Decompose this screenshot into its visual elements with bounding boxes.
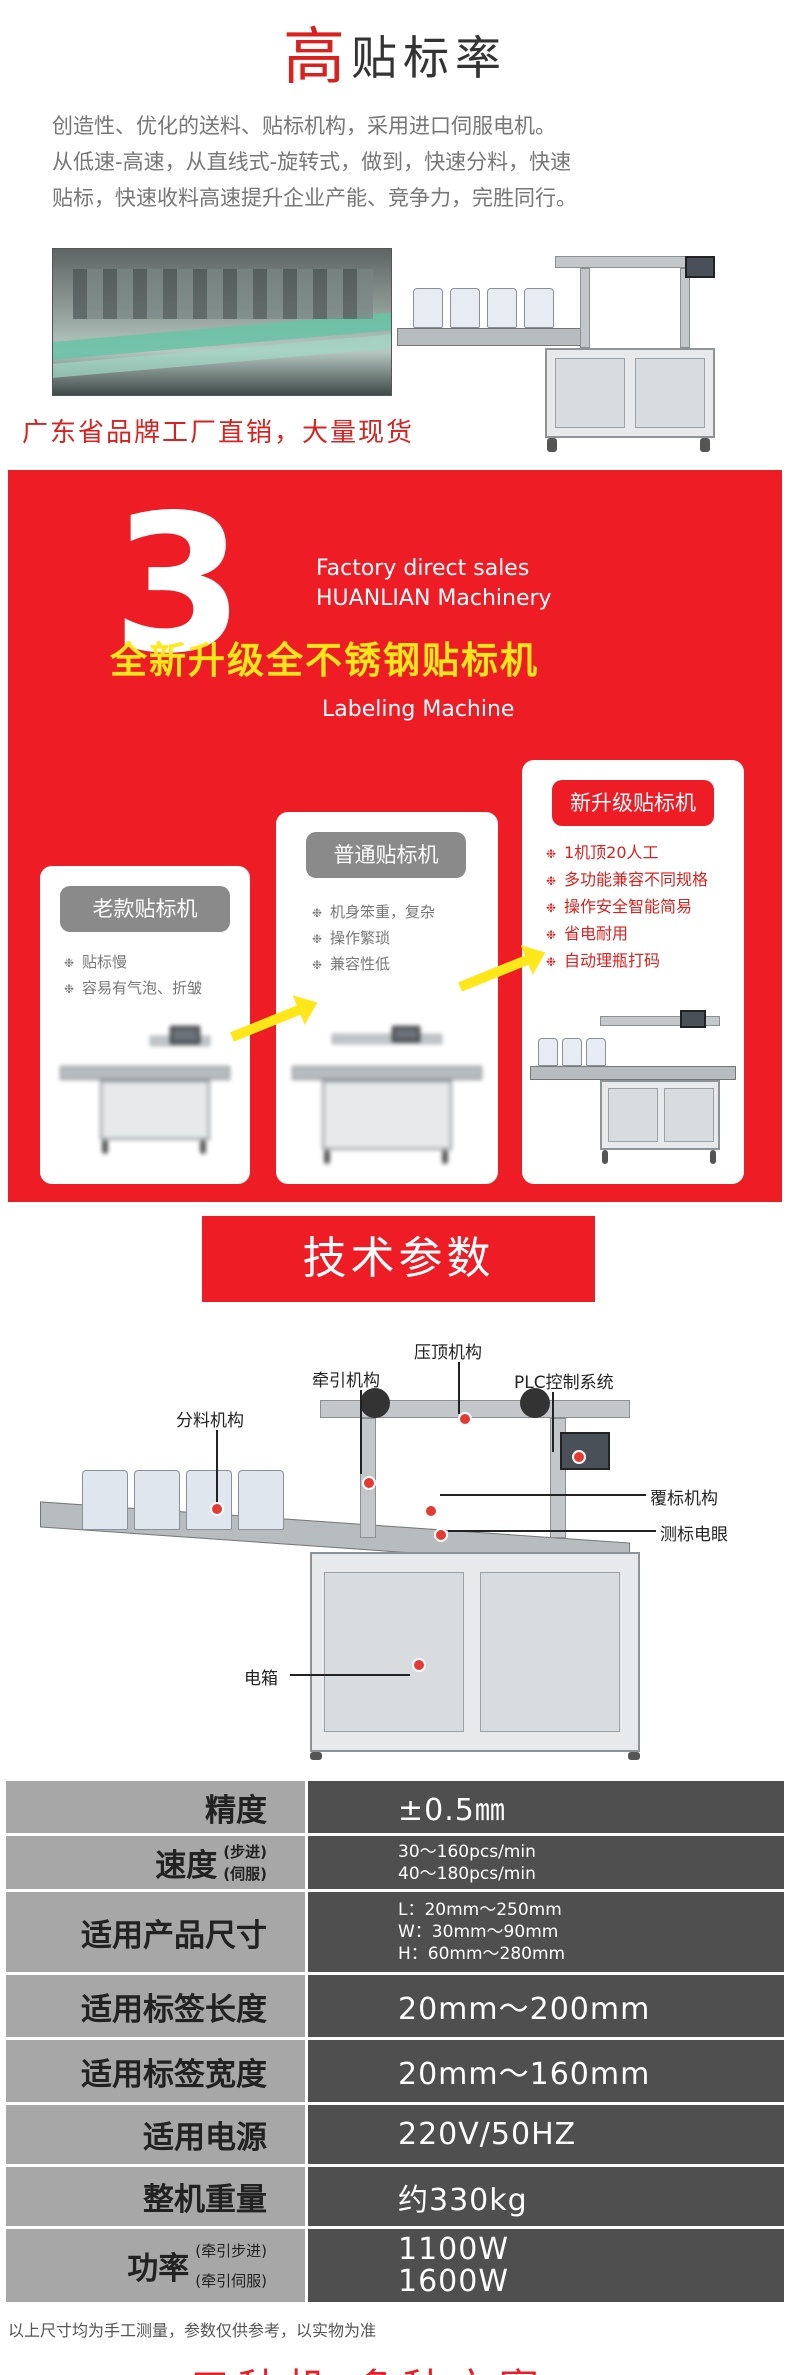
card-title-pill: 新升级贴标机 xyxy=(552,780,714,826)
table-row: 整机重量 约330kg xyxy=(6,2164,784,2226)
row-value: 40～180pcs/min xyxy=(398,1863,536,1884)
intro-line: 创造性、优化的送料、贴标机构，采用进口伺服电机。 xyxy=(52,114,556,138)
spec-table: 精度 ±0.5㎜ 速度 (步进) (伺服) 30～160pcs/min 40～18… xyxy=(6,1778,784,2302)
machine-thumbnail xyxy=(530,1010,736,1170)
spec-section-banner: 技术参数 xyxy=(202,1216,595,1302)
row-value: W：30mm～90mm xyxy=(398,1922,559,1942)
row-label-sub: (伺服) xyxy=(223,1864,267,1883)
table-row: 适用标签长度 20mm～200mm xyxy=(6,1972,784,2037)
row-value: 20mm～200mm xyxy=(398,1992,651,2027)
list-item: ❉自动理瓶打码 xyxy=(546,951,661,970)
list-item: ❉兼容性低 xyxy=(312,955,391,973)
next-section-title-peek: 五种机 多种方案 xyxy=(190,2356,547,2375)
row-label: 适用标签宽度 xyxy=(6,2040,308,2102)
list-item: ❉贴标慢 xyxy=(64,953,128,971)
machine-thumbnail-blurred xyxy=(292,1026,482,1166)
row-label-sub: (牵引步进) xyxy=(195,2241,267,2260)
callout-label: 覆标机构 xyxy=(650,1489,718,1509)
table-row: 速度 (步进) (伺服) 30～160pcs/min 40～180pcs/min xyxy=(6,1833,784,1889)
card-feature-list: ❉机身笨重，复杂 ❉操作繁琐 ❉兼容性低 xyxy=(312,900,435,978)
promo-english-line: HUANLIAN Machinery xyxy=(316,586,552,611)
row-label: 速度 xyxy=(155,1848,218,1884)
title-rest: 贴标率 xyxy=(351,31,507,85)
row-label-sub: (牵引伺服) xyxy=(195,2271,267,2290)
promo-headline: 全新升级全不锈钢贴标机 xyxy=(110,639,539,682)
callout-label: PLC控制系统 xyxy=(514,1373,614,1393)
callout-label: 压顶机构 xyxy=(414,1343,482,1363)
row-value: 220V/50HZ xyxy=(398,2117,577,2152)
callout-label: 分料机构 xyxy=(176,1411,244,1431)
table-row: 适用标签宽度 20mm～160mm xyxy=(6,2037,784,2102)
promo-english-line: Factory direct sales xyxy=(316,556,530,581)
row-value: L：20mm～250mm xyxy=(398,1900,562,1920)
labeled-machine-diagram xyxy=(40,1380,640,1760)
row-label: 整机重量 xyxy=(6,2167,308,2226)
intro-line: 贴标，快速收料高速提升企业产能、竞争力，完胜同行。 xyxy=(52,186,577,210)
callout-label: 测标电眼 xyxy=(660,1525,728,1545)
row-value: 30～160pcs/min xyxy=(398,1841,536,1862)
table-row: 精度 ±0.5㎜ xyxy=(6,1778,784,1833)
row-label: 适用标签长度 xyxy=(6,1975,308,2037)
list-item: ❉容易有气泡、折皱 xyxy=(64,979,203,997)
factory-photo xyxy=(52,248,392,396)
row-value: 1100W xyxy=(398,2231,510,2267)
table-row: 适用产品尺寸 L：20mm～250mm W：30mm～90mm H：60mm～2… xyxy=(6,1889,784,1972)
list-item: ❉机身笨重，复杂 xyxy=(312,903,436,921)
row-value: ±0.5㎜ xyxy=(398,1793,506,1828)
callout-label: 电箱 xyxy=(244,1669,278,1689)
row-label: 功率 xyxy=(127,2251,190,2287)
table-row: 功率 (牵引步进) (牵引伺服) 1100W 1600W xyxy=(6,2226,784,2302)
intro-paragraph: 创造性、优化的送料、贴标机构，采用进口伺服电机。 从低速-高速，从直线式-旋转式… xyxy=(52,108,752,216)
card-title-pill: 老款贴标机 xyxy=(60,886,230,932)
callout-label: 牵引机构 xyxy=(312,1371,380,1391)
list-item: ❉省电耐用 xyxy=(546,924,629,943)
row-label-sub: (步进) xyxy=(223,1842,267,1861)
footnote: 以上尺寸均为手工测量，参数仅供参考，以实物为准 xyxy=(8,2321,377,2340)
factory-slogan: 广东省品牌工厂直销，大量现货 xyxy=(22,418,415,448)
row-label: 适用电源 xyxy=(6,2105,308,2164)
intro-line: 从低速-高速，从直线式-旋转式，做到，快速分料，快速 xyxy=(52,150,572,174)
row-value: 约330kg xyxy=(398,2182,528,2218)
card-feature-list: ❉贴标慢 ❉容易有气泡、折皱 xyxy=(64,950,202,1002)
product-card-old: 老款贴标机 ❉贴标慢 ❉容易有气泡、折皱 xyxy=(40,866,250,1184)
list-item: ❉多功能兼容不同规格 xyxy=(546,870,709,889)
row-value: 1600W xyxy=(398,2263,510,2299)
promo-english-line: Labeling Machine xyxy=(322,697,515,722)
card-feature-list: ❉1机顶20人工 ❉多功能兼容不同规格 ❉操作安全智能简易 ❉省电耐用 ❉自动理… xyxy=(546,840,708,975)
big-number: 3 xyxy=(112,474,245,695)
list-item: ❉1机顶20人工 xyxy=(546,843,659,862)
page-title: 高贴标率 xyxy=(0,6,790,96)
machine-thumbnail-blurred xyxy=(60,1026,230,1156)
title-highlight: 高 xyxy=(282,20,351,93)
row-label: 精度 xyxy=(6,1781,308,1833)
list-item: ❉操作繁琐 xyxy=(312,929,391,947)
card-title-pill: 普通贴标机 xyxy=(306,832,466,878)
row-label: 适用产品尺寸 xyxy=(6,1892,308,1972)
list-item: ❉操作安全智能简易 xyxy=(546,897,693,916)
row-value: 20mm～160mm xyxy=(398,2057,651,2092)
labeling-machine-photo xyxy=(395,238,740,458)
product-card-new: 新升级贴标机 ❉1机顶20人工 ❉多功能兼容不同规格 ❉操作安全智能简易 ❉省电… xyxy=(522,760,744,1184)
table-row: 适用电源 220V/50HZ xyxy=(6,2102,784,2164)
row-value: H：60mm～280mm xyxy=(398,1944,566,1964)
